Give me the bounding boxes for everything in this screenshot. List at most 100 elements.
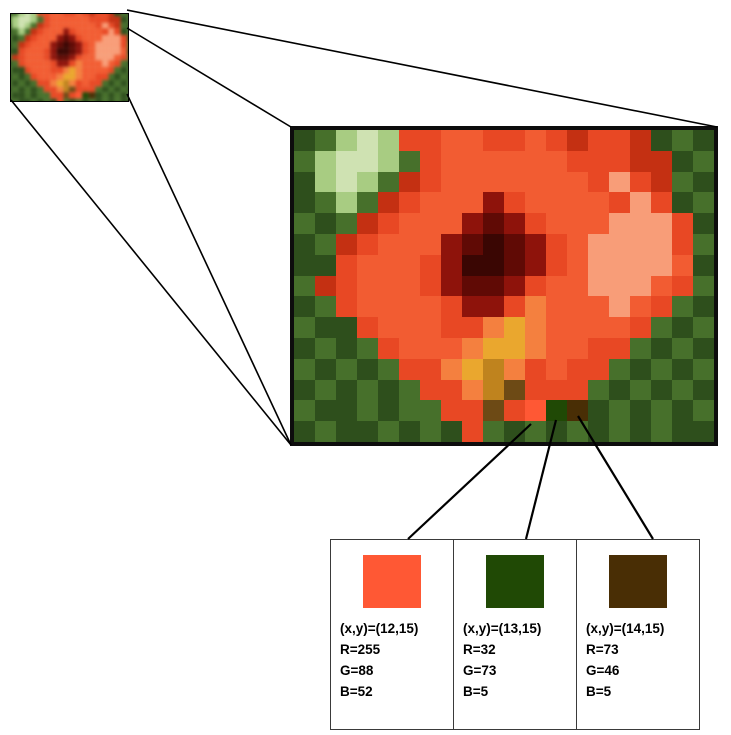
pixel-cell — [120, 60, 128, 68]
pixel-cell — [11, 28, 12, 36]
pixel-cell — [525, 317, 546, 338]
pixel-cell — [88, 41, 96, 48]
pixel-cell — [18, 22, 25, 29]
pixel-cell — [43, 79, 51, 87]
pixel-cell — [24, 16, 31, 23]
pixel-cell — [56, 16, 64, 23]
pixel-cell — [120, 79, 128, 87]
pixel-cell — [69, 41, 76, 48]
sample-box-3: (x,y)=(14,15) R=73 G=46 B=5 — [576, 539, 700, 730]
pixel-cell — [525, 421, 546, 442]
b-value-1: B=52 — [340, 683, 373, 699]
pixel-cell — [630, 192, 651, 214]
pixel-cell — [357, 130, 378, 151]
pixel-cell — [294, 400, 315, 422]
pixel-cell — [101, 16, 109, 23]
pixel-cell — [50, 22, 57, 29]
pixel-cell — [101, 60, 109, 68]
pixel-cell — [672, 296, 693, 318]
pixel-cell — [546, 358, 567, 380]
pixel-cell — [525, 337, 546, 359]
pixel-cell — [120, 14, 128, 17]
pixel-cell — [82, 35, 89, 42]
pixel-cell — [75, 60, 83, 68]
pixel-cell — [525, 379, 546, 401]
pixel-cell — [693, 421, 714, 442]
pixel-cell — [504, 171, 525, 193]
pixel-cell — [588, 171, 609, 193]
pixel-cell — [336, 171, 357, 193]
pixel-cell — [693, 171, 714, 193]
pixel-cell — [56, 73, 64, 80]
pixel-cell — [30, 35, 38, 42]
pixel-cell — [315, 254, 336, 276]
pixel-cell — [56, 47, 64, 55]
pixel-cell — [525, 213, 546, 234]
pixel-cell — [56, 60, 64, 68]
pixel-cell — [483, 171, 504, 193]
pixel-cell — [336, 254, 357, 276]
pixel-cell — [483, 400, 504, 422]
pixel-cell — [114, 41, 121, 48]
pixel-cell — [88, 22, 96, 29]
pixel-cell — [693, 337, 714, 359]
pixel-cell — [672, 254, 693, 276]
pixel-cell — [504, 130, 525, 151]
pixel-cell — [18, 54, 25, 61]
pixel-cell — [69, 54, 76, 61]
pixel-cell — [630, 400, 651, 422]
pixel-cell — [483, 275, 504, 297]
pixel-cell — [399, 171, 420, 193]
pixel-cell — [120, 67, 128, 74]
pixel-cell — [567, 171, 588, 193]
pixel-cell — [651, 233, 672, 255]
pixel-cell — [483, 150, 504, 172]
pixel-cell — [462, 337, 483, 359]
pixel-cell — [441, 400, 462, 422]
pixel-cell — [43, 16, 51, 23]
pixel-cell — [63, 22, 70, 29]
pixel-cell — [108, 60, 115, 68]
g-value-3: G=46 — [586, 662, 620, 678]
pixel-cell — [30, 60, 38, 68]
pixel-cell — [63, 35, 70, 42]
pixel-cell — [546, 171, 567, 193]
pixel-cell — [336, 317, 357, 338]
pixel-cell — [546, 130, 567, 151]
pixel-cell — [693, 192, 714, 214]
pixel-cell — [108, 28, 115, 36]
pixel-cell — [357, 233, 378, 255]
pixel-cell — [315, 150, 336, 172]
pixel-cell — [24, 92, 31, 99]
pixel-cell — [114, 16, 121, 23]
pixel-cell — [11, 73, 12, 80]
pixel-cell — [630, 213, 651, 234]
pixel-cell — [567, 421, 588, 442]
pixel-cell — [651, 171, 672, 193]
pixel-cell — [108, 79, 115, 87]
r-value-1: R=255 — [340, 641, 381, 657]
pixel-cell — [567, 130, 588, 151]
pixel-cell — [37, 60, 44, 68]
pixel-cell — [120, 35, 128, 42]
pixel-cell — [504, 192, 525, 214]
pixel-cell — [609, 379, 630, 401]
pixel-cell — [504, 337, 525, 359]
pixel-cell — [37, 22, 44, 29]
pixel-cell — [30, 86, 38, 93]
pixel-cell — [120, 54, 128, 61]
pixel-cell — [43, 92, 51, 99]
pixel-cell — [108, 14, 115, 17]
pixel-cell — [462, 150, 483, 172]
pixel-cell — [525, 400, 546, 422]
pixel-cell — [441, 254, 462, 276]
pixel-cell — [50, 73, 57, 80]
pixel-cell — [75, 86, 83, 93]
pixel-cell — [294, 317, 315, 338]
pixel-cell — [420, 171, 441, 193]
pixel-cell — [483, 192, 504, 214]
pixel-cell — [82, 14, 89, 17]
pixel-cell — [30, 47, 38, 55]
pixel-cell — [63, 28, 70, 36]
pixel-cell — [462, 400, 483, 422]
